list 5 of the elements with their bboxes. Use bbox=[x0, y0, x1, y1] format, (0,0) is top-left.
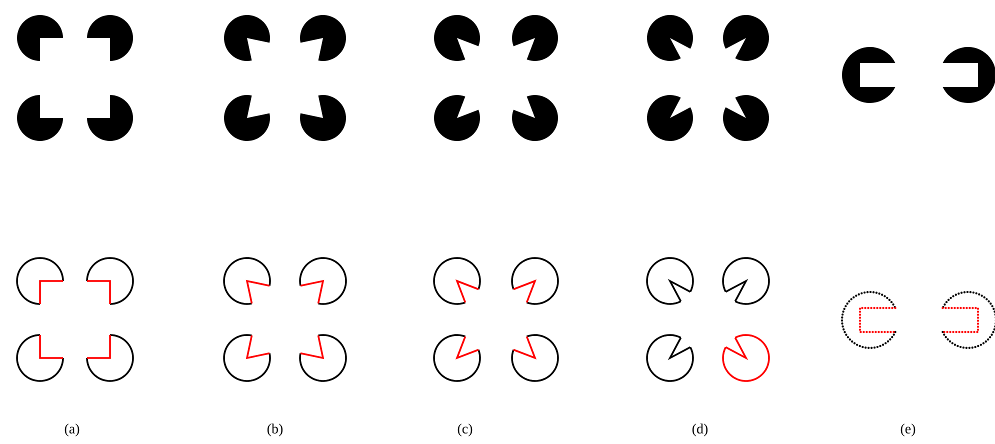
subfigure-label: (c) bbox=[458, 424, 472, 436]
subfigure-label: (a) bbox=[64, 424, 80, 436]
subfigure-label: (d) bbox=[692, 424, 708, 436]
subfigure-label: (e) bbox=[900, 424, 916, 436]
subfigure-label: (b) bbox=[267, 424, 283, 436]
